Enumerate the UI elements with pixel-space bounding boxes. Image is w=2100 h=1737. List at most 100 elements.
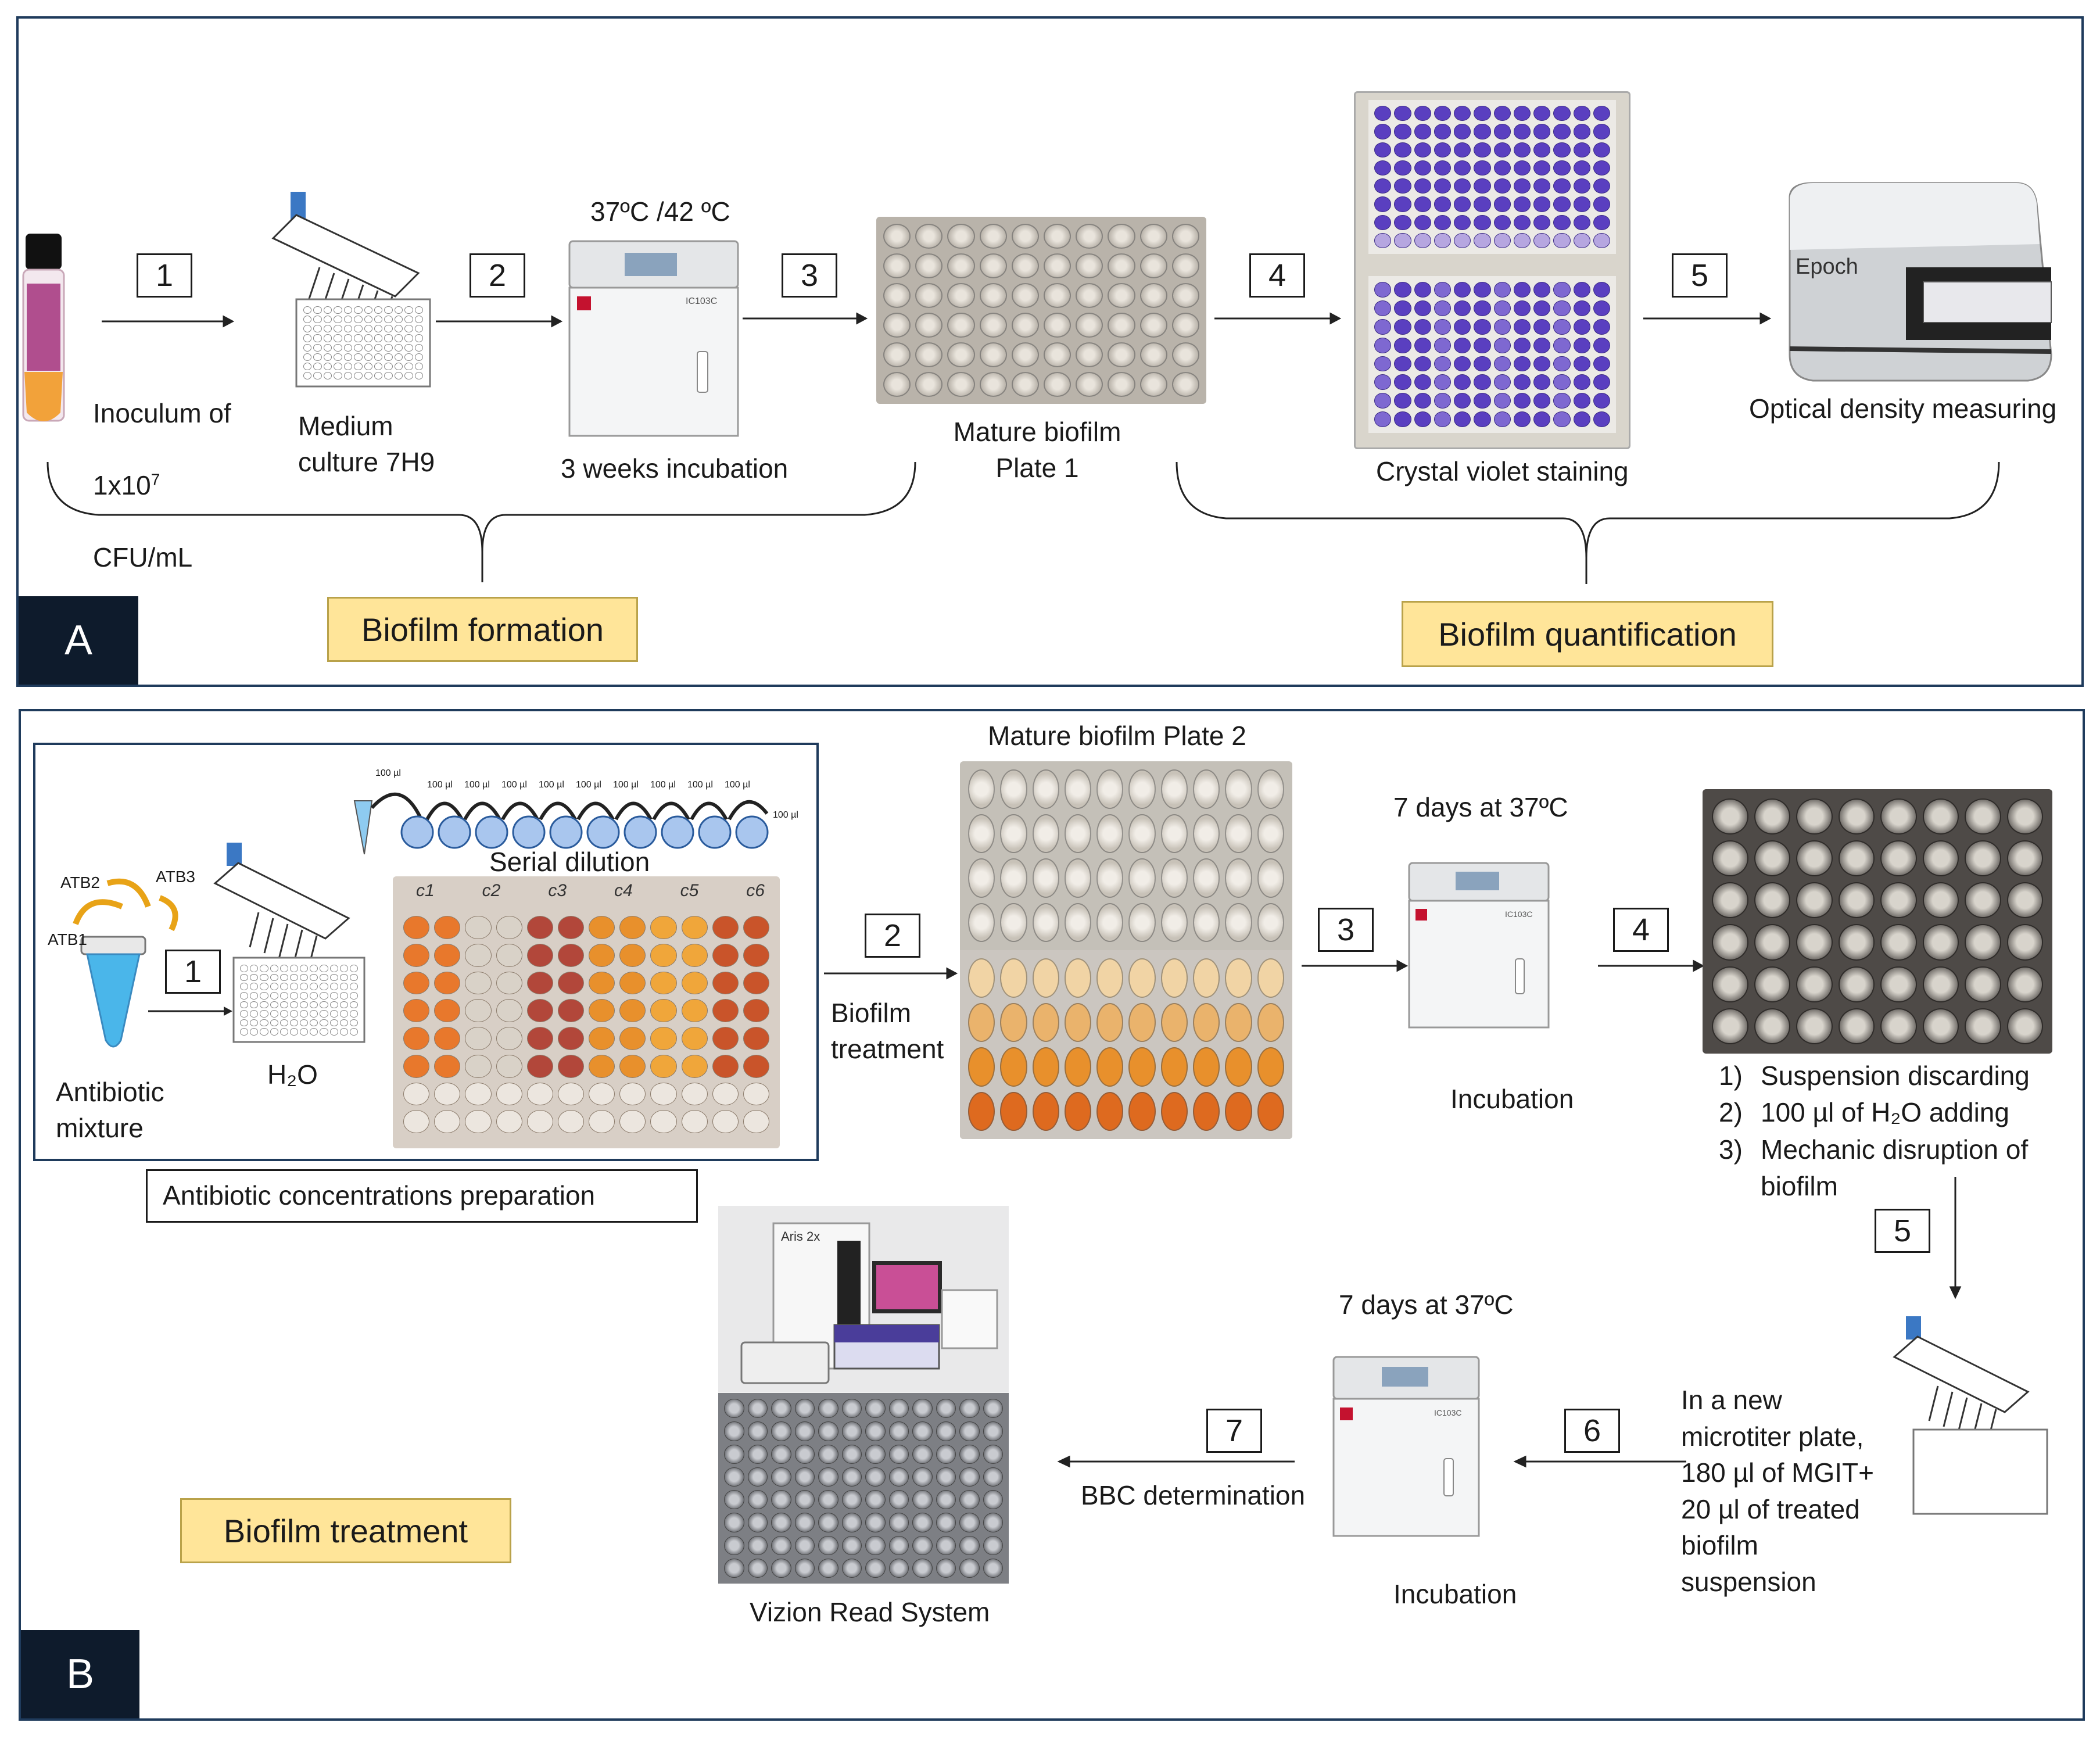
well	[743, 1054, 769, 1078]
prep-label: Antibiotic concentrations preparation	[163, 1180, 596, 1210]
well	[1493, 124, 1511, 139]
well	[394, 316, 403, 324]
well	[1474, 282, 1491, 298]
well	[947, 224, 975, 249]
well	[1712, 924, 1748, 961]
well	[1712, 840, 1748, 877]
well	[1000, 769, 1027, 809]
well	[343, 343, 353, 352]
well	[1076, 342, 1103, 367]
well	[557, 1082, 584, 1106]
well	[1533, 393, 1551, 409]
well	[724, 1490, 744, 1510]
well	[1394, 142, 1411, 157]
prep-label-box	[146, 1169, 698, 1223]
well	[959, 1535, 980, 1555]
well	[712, 1082, 739, 1106]
substep-3: 3)Mechanic disruption of biofilm	[1719, 1134, 2029, 1202]
well	[841, 1558, 862, 1578]
well	[1573, 106, 1590, 121]
well	[364, 371, 372, 379]
well	[983, 1490, 1003, 1510]
well	[270, 1010, 278, 1018]
panel-b	[19, 709, 2085, 1721]
well	[343, 325, 353, 333]
step-a-2: 2	[470, 253, 525, 298]
well	[1838, 1008, 1875, 1044]
well	[1493, 393, 1511, 409]
well	[1573, 232, 1590, 248]
well	[496, 1027, 522, 1050]
well	[1573, 356, 1590, 372]
well	[1838, 924, 1875, 961]
well	[724, 1399, 744, 1419]
well	[339, 1010, 348, 1018]
well	[1533, 356, 1551, 372]
well	[1064, 1002, 1092, 1042]
well	[289, 1001, 298, 1009]
well	[526, 1027, 553, 1050]
well	[404, 353, 413, 361]
well	[865, 1558, 886, 1578]
well	[1922, 798, 1959, 835]
well	[983, 1421, 1003, 1441]
well	[1414, 214, 1431, 230]
well	[1533, 411, 1551, 427]
well	[310, 1001, 318, 1009]
well	[865, 1421, 886, 1441]
well	[1044, 313, 1071, 338]
well	[589, 999, 615, 1022]
well	[250, 991, 259, 1000]
well	[743, 999, 769, 1022]
well	[1474, 142, 1491, 157]
well	[329, 1010, 338, 1018]
well	[1553, 337, 1571, 353]
plate-reader-icon: Epoch	[1778, 180, 2069, 386]
well	[1225, 1002, 1252, 1042]
inoculum-label: Inoculum of 1x107 CFU/mL	[93, 398, 231, 573]
well	[1414, 374, 1431, 391]
well	[968, 1091, 995, 1131]
well	[1553, 142, 1571, 157]
well	[865, 1399, 886, 1419]
well	[496, 1082, 522, 1106]
well	[1064, 958, 1092, 998]
serial-dilution-label: Serial dilution	[489, 847, 650, 877]
well	[339, 1019, 348, 1027]
well	[589, 916, 615, 939]
well	[1573, 411, 1590, 427]
well	[404, 343, 413, 352]
well	[589, 1082, 615, 1106]
well	[1454, 214, 1471, 230]
step-b-3: 3	[1318, 908, 1374, 952]
well	[394, 334, 403, 342]
well	[354, 343, 363, 352]
well	[374, 316, 383, 324]
well	[1553, 393, 1571, 409]
well	[2006, 882, 2043, 919]
well	[1000, 1091, 1027, 1131]
well	[1032, 1091, 1059, 1131]
well	[270, 983, 278, 990]
well	[589, 1054, 615, 1078]
well	[1160, 1002, 1188, 1042]
well	[712, 1054, 739, 1078]
well	[743, 971, 769, 995]
well	[1257, 1047, 1284, 1087]
well	[1593, 411, 1610, 427]
well	[339, 1028, 348, 1036]
well	[526, 1082, 553, 1106]
well	[1965, 798, 2001, 835]
well	[912, 1535, 933, 1555]
well	[364, 353, 372, 361]
well	[320, 991, 328, 1000]
well	[1394, 374, 1411, 391]
well	[384, 353, 393, 361]
well	[1553, 160, 1571, 176]
well	[1257, 1002, 1284, 1042]
well	[1225, 1047, 1252, 1087]
well	[968, 858, 995, 898]
well	[619, 1110, 646, 1133]
well	[364, 325, 372, 333]
well	[681, 943, 708, 967]
